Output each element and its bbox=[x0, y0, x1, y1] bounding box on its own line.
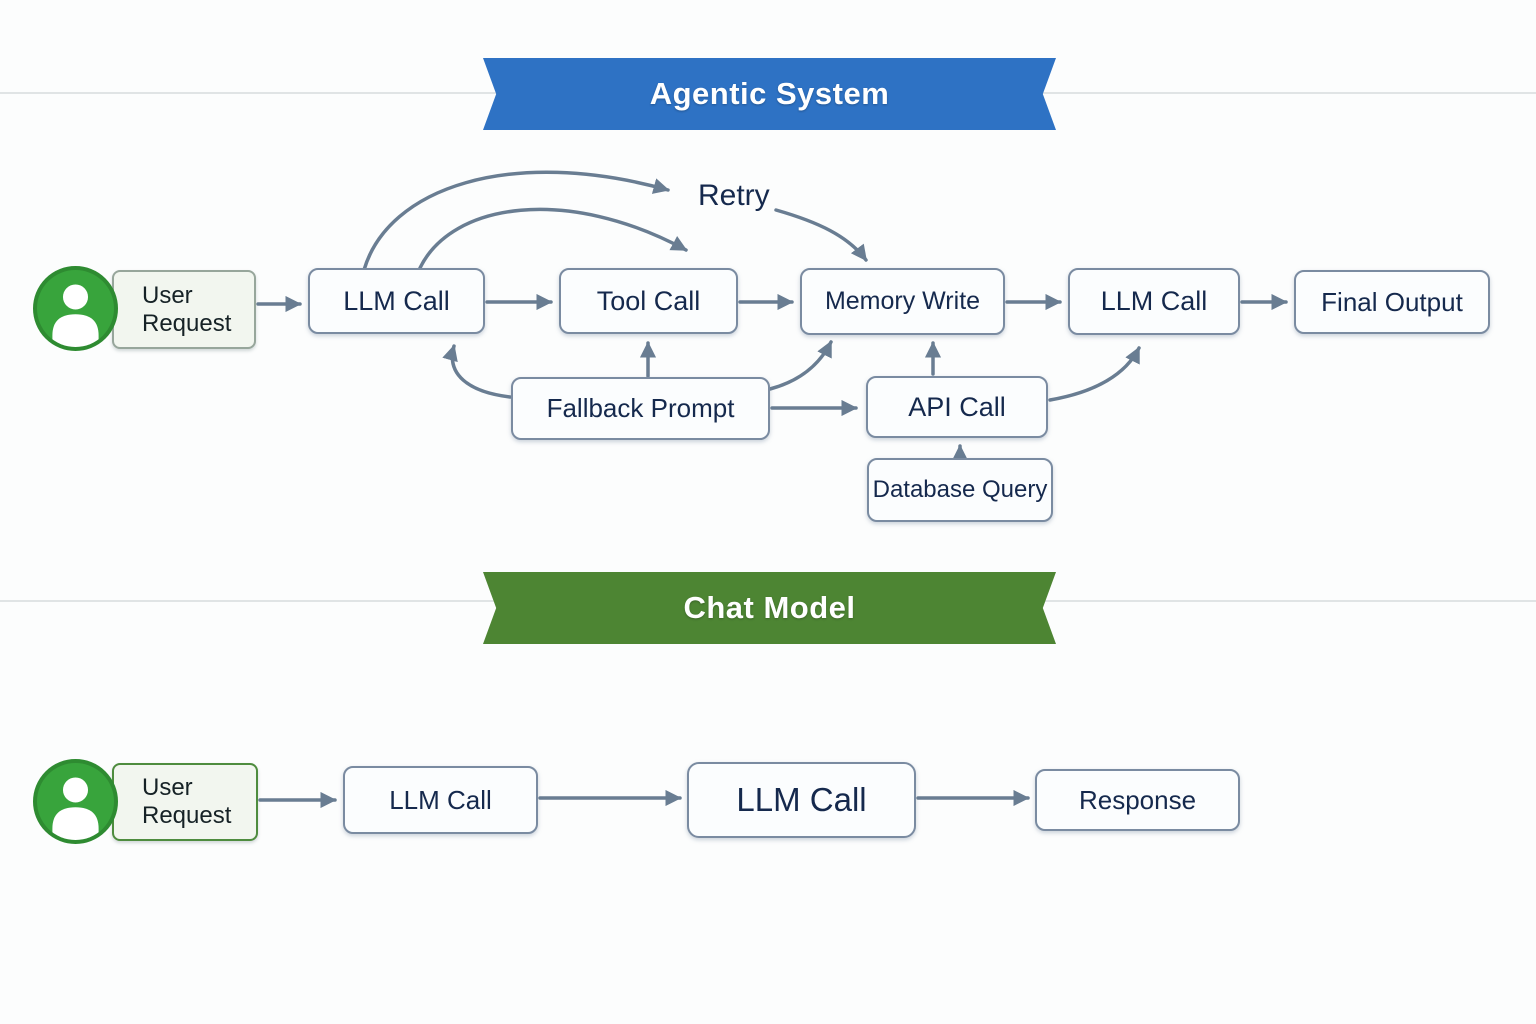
database-query-node: Database Query bbox=[867, 458, 1053, 522]
response-node: Response bbox=[1035, 769, 1240, 831]
api-call-node: API Call bbox=[866, 376, 1048, 438]
chat-llm-call-1-node: LLM Call bbox=[343, 766, 538, 834]
arrow-fallback-to-llm1 bbox=[442, 344, 512, 399]
api-call-label: API Call bbox=[908, 391, 1006, 422]
llm-call-1-label: LLM Call bbox=[343, 285, 450, 316]
user-request-line1: User bbox=[142, 281, 193, 309]
user-avatar-icon bbox=[33, 266, 118, 351]
arrow-retry-to-memory bbox=[774, 208, 868, 262]
arrow-llm1-to-tool-arc bbox=[418, 207, 688, 270]
fallback-prompt-label: Fallback Prompt bbox=[546, 393, 735, 423]
database-query-label: Database Query bbox=[872, 476, 1048, 503]
memory-write-node: Memory Write bbox=[800, 268, 1005, 335]
llm-call-1-node: LLM Call bbox=[308, 268, 485, 334]
chat-llm-call-2-label: LLM Call bbox=[736, 781, 867, 818]
tool-call-node: Tool Call bbox=[559, 268, 738, 334]
user-request-line2: Request bbox=[142, 309, 232, 337]
retry-label: Retry bbox=[698, 179, 770, 213]
arrow-llm1-to-retry bbox=[362, 170, 670, 272]
llm-call-2-label: LLM Call bbox=[1100, 286, 1208, 316]
final-output-label: Final Output bbox=[1321, 286, 1463, 317]
agentic-banner-label: Agentic System bbox=[649, 76, 890, 111]
chat-model-banner: Chat Model bbox=[483, 572, 1056, 644]
chat-llm-call-2-node: LLM Call bbox=[687, 762, 916, 838]
arrow-api-to-llm2 bbox=[1048, 346, 1141, 402]
llm-call-2-node: LLM Call bbox=[1068, 268, 1240, 335]
user-avatar-icon-chat bbox=[33, 759, 118, 844]
user-request2-line1: User bbox=[142, 774, 193, 802]
user-request-node-agentic: User Request bbox=[112, 270, 256, 349]
retry-text: Retry bbox=[698, 179, 770, 212]
arrow-fallback-to-memory bbox=[768, 340, 833, 391]
memory-write-label: Memory Write bbox=[824, 287, 981, 315]
response-label: Response bbox=[1078, 784, 1197, 815]
agentic-system-banner: Agentic System bbox=[483, 58, 1056, 130]
user-request-node-chat: User Request bbox=[112, 763, 258, 841]
tool-call-label: Tool Call bbox=[596, 285, 701, 316]
chat-llm-call-1-label: LLM Call bbox=[389, 784, 492, 815]
final-output-node: Final Output bbox=[1294, 270, 1490, 334]
user-request2-line2: Request bbox=[142, 802, 232, 829]
fallback-prompt-node: Fallback Prompt bbox=[511, 377, 770, 440]
chat-banner-label: Chat Model bbox=[683, 590, 856, 625]
